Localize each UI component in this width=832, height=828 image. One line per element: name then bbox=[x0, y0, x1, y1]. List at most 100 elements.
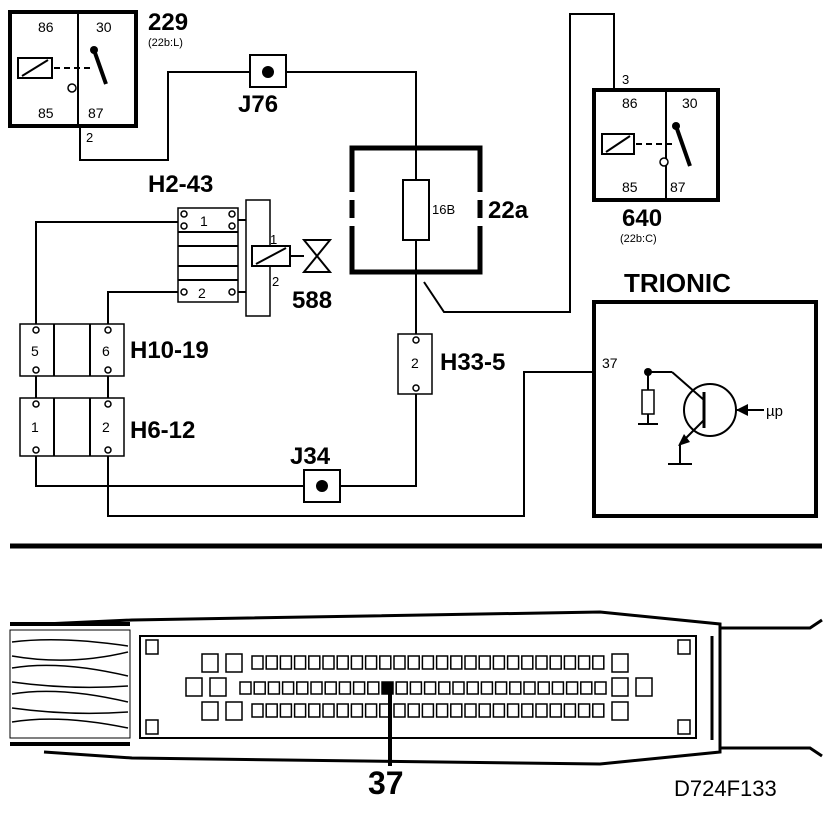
pin-cavity bbox=[308, 655, 321, 670]
ecu-resistor bbox=[641, 389, 655, 415]
relay-229-pin-30: 30 bbox=[96, 19, 112, 35]
pin-cavity bbox=[506, 703, 520, 718]
pin-cavity bbox=[293, 703, 307, 718]
pin-cavity bbox=[592, 703, 605, 718]
relay-640-pin-30: 30 bbox=[682, 95, 698, 111]
pin-cavity bbox=[464, 655, 477, 670]
pin-cavity bbox=[492, 703, 506, 718]
pin-cavity bbox=[563, 703, 577, 718]
connector-h2-43-pin-2: 2 bbox=[198, 285, 206, 301]
valve-588-label: 588 bbox=[292, 287, 332, 314]
pin-cavity bbox=[409, 681, 423, 695]
pin-cavity bbox=[324, 681, 337, 695]
relay-640-label: 640 bbox=[622, 205, 662, 232]
pin-cavity bbox=[521, 655, 534, 670]
pin-cavity bbox=[421, 703, 435, 718]
pin-cavity bbox=[435, 703, 449, 718]
ecu-trionic: TRIONIC 37 µp bbox=[592, 268, 818, 518]
relay-229-sublabel: (22b:L) bbox=[148, 37, 183, 49]
relay-640-wire-label: 3 bbox=[622, 72, 629, 87]
relay-640: 86 30 85 87 3 640 (22b:C) bbox=[592, 72, 720, 245]
connector-h2-43-pin-1: 1 bbox=[200, 213, 208, 229]
pin-cavity bbox=[407, 703, 420, 718]
pin-cavity bbox=[466, 681, 479, 695]
pin-cavity bbox=[506, 655, 520, 670]
pin-cavity-highlighted bbox=[381, 681, 394, 695]
pin-cavity bbox=[293, 655, 307, 670]
pin-cavity bbox=[580, 681, 593, 695]
relay-640-pin-87: 87 bbox=[670, 179, 686, 195]
pin-cavity bbox=[352, 681, 366, 695]
pin-cavity bbox=[239, 681, 252, 695]
relay-229-wire-label: 2 bbox=[86, 130, 93, 145]
pin-cavity bbox=[265, 703, 278, 718]
pin-cavity bbox=[611, 653, 629, 673]
pin-cavity bbox=[450, 655, 463, 670]
pin-rows bbox=[185, 653, 653, 721]
fuse-box-22a: 16B 22a bbox=[348, 145, 529, 275]
pin-cavity bbox=[551, 681, 565, 695]
pin-cavity bbox=[308, 703, 321, 718]
pin-cavity bbox=[395, 681, 408, 695]
fuse-16b bbox=[402, 179, 430, 241]
ecu-pin-37: 37 bbox=[602, 355, 618, 371]
ecu-title: TRIONIC bbox=[624, 268, 731, 298]
pin-cavity bbox=[464, 703, 477, 718]
pin-cavity bbox=[336, 655, 349, 670]
pin-cavity bbox=[478, 655, 491, 670]
pin-cavity bbox=[478, 703, 491, 718]
pin-cavity bbox=[310, 681, 323, 695]
pin-cavity bbox=[225, 701, 243, 721]
connector-h33-5-label: H33-5 bbox=[440, 349, 505, 376]
relay-229-pin-87: 87 bbox=[88, 105, 104, 121]
pin-cavity bbox=[521, 703, 534, 718]
pin-cavity bbox=[209, 677, 227, 697]
valve-588: 1 2 588 bbox=[245, 199, 333, 317]
pin-cavity bbox=[565, 681, 579, 695]
relay-229-pin-86: 86 bbox=[38, 19, 54, 35]
pin-cavity bbox=[592, 655, 605, 670]
pin-cavity bbox=[364, 703, 378, 718]
ecu-microprocessor-label: µp bbox=[766, 403, 783, 420]
pin-cavity bbox=[535, 703, 548, 718]
connector-h2-43: H2-43 1 2 bbox=[148, 171, 239, 303]
pin-cavity bbox=[452, 681, 465, 695]
pin-cavity bbox=[201, 701, 219, 721]
pin-cavity bbox=[393, 655, 406, 670]
pin-cavity bbox=[435, 655, 449, 670]
pin-cavity bbox=[611, 701, 629, 721]
pin-cavity bbox=[279, 655, 293, 670]
connector-h10-19-label: H10-19 bbox=[130, 337, 209, 364]
relay-229-contact bbox=[67, 83, 77, 93]
pin-cavity bbox=[450, 703, 463, 718]
pin-cavity bbox=[185, 677, 203, 697]
pin-cavity bbox=[549, 655, 562, 670]
pin-cavity bbox=[523, 681, 536, 695]
pin-cavity bbox=[563, 655, 577, 670]
junction-j76-label: J76 bbox=[238, 91, 278, 118]
pin-cavity bbox=[350, 703, 364, 718]
connector-h10-19-pin-6: 6 bbox=[102, 343, 110, 359]
pin-cavity bbox=[594, 681, 607, 695]
pin-cavity bbox=[201, 653, 219, 673]
pin-cavity bbox=[492, 655, 506, 670]
pin-cavity bbox=[421, 655, 435, 670]
pin-cavity bbox=[367, 681, 380, 695]
junction-j76: J76 bbox=[238, 54, 287, 118]
pin-cavity bbox=[509, 681, 522, 695]
fuse-label: 16B bbox=[432, 202, 455, 217]
relay-640-pin-85: 85 bbox=[622, 179, 638, 195]
pin-cavity bbox=[494, 681, 508, 695]
pin-cavity bbox=[322, 655, 335, 670]
ecu-transistor bbox=[683, 383, 737, 437]
pin-cavity bbox=[350, 655, 364, 670]
junction-j34-label: J34 bbox=[290, 443, 331, 470]
valve-588-pin-1: 1 bbox=[270, 232, 277, 247]
valve-588-pin-2: 2 bbox=[272, 274, 279, 289]
pin-cavity bbox=[253, 681, 266, 695]
pin-callout-label: 37 bbox=[368, 765, 404, 801]
connector-h6-12-pin-2: 2 bbox=[102, 419, 110, 435]
pin-cavity bbox=[611, 677, 629, 697]
pin-cavity bbox=[438, 681, 451, 695]
